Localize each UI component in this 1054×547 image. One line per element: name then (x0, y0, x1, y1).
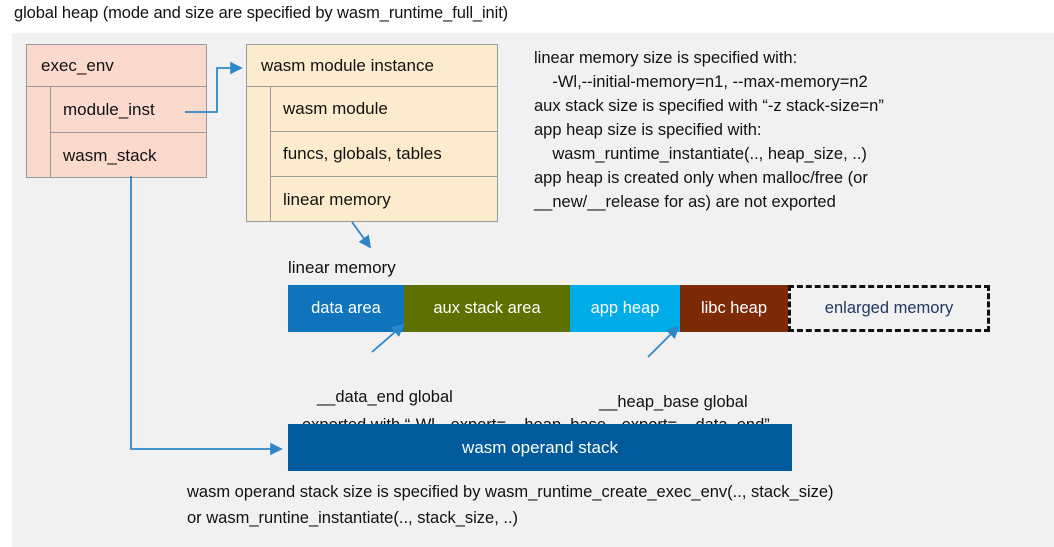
module-instance-field-funcs-globals-tables: funcs, globals, tables (271, 132, 497, 177)
module-instance-field-linear-memory: linear memory (283, 189, 391, 209)
diagram-panel: exec_env module_inst wasm_stack wasm mod… (12, 33, 1054, 547)
wasm-operand-stack-bar: wasm operand stack (288, 424, 792, 471)
module-instance-gutter (247, 87, 271, 221)
memory-segment-app-heap: app heap (570, 285, 680, 332)
operand-stack-label: wasm operand stack (462, 437, 618, 457)
operand-stack-notes: wasm operand stack size is specified by … (187, 483, 834, 527)
memory-segment-label: libc heap (700, 299, 768, 317)
module-instance-body: wasm module funcs, globals, tables linea… (247, 87, 497, 221)
memory-segment-label: data area (311, 299, 381, 317)
exec-env-body: module_inst wasm_stack (27, 87, 206, 177)
linear-memory-bar: data area aux stack area app heap libc heap… (288, 285, 990, 332)
page-title: global heap (mode and size are specified… (14, 4, 509, 22)
module-instance-rows: wasm module funcs, globals, tables linea… (271, 87, 497, 221)
exec-env-gutter (27, 87, 51, 177)
memory-segment-aux-stack-area: aux stack area (404, 285, 570, 332)
exec-env-field-module-inst: module_inst (51, 87, 206, 133)
exec-env-box: exec_env module_inst wasm_stack (26, 44, 207, 178)
memory-segment-label: enlarged memory (824, 299, 954, 317)
memory-segment-data-area: data area (288, 285, 404, 332)
exec-env-field-wasm-stack: wasm_stack (63, 146, 157, 165)
exec-env-rows: module_inst wasm_stack (51, 87, 206, 177)
module-instance-header: wasm module instance (247, 45, 497, 87)
memory-segment-label: aux stack area (433, 299, 541, 317)
memory-segment-libc-heap: libc heap (680, 285, 788, 332)
exec-env-header: exec_env (27, 45, 206, 87)
memory-segment-label: app heap (590, 299, 660, 317)
annotation-data-end: __data_end global (317, 388, 453, 406)
annotation-heap-base: __heap_base global (599, 393, 748, 411)
wasm-module-instance-box: wasm module instance wasm module funcs, … (246, 44, 498, 222)
module-instance-field-wasm-module: wasm module (271, 87, 497, 132)
memory-sizing-notes: linear memory size is specified with: -W… (534, 49, 884, 211)
linear-memory-caption: linear memory (288, 258, 396, 277)
memory-segment-enlarged-memory: enlarged memory (788, 285, 990, 332)
